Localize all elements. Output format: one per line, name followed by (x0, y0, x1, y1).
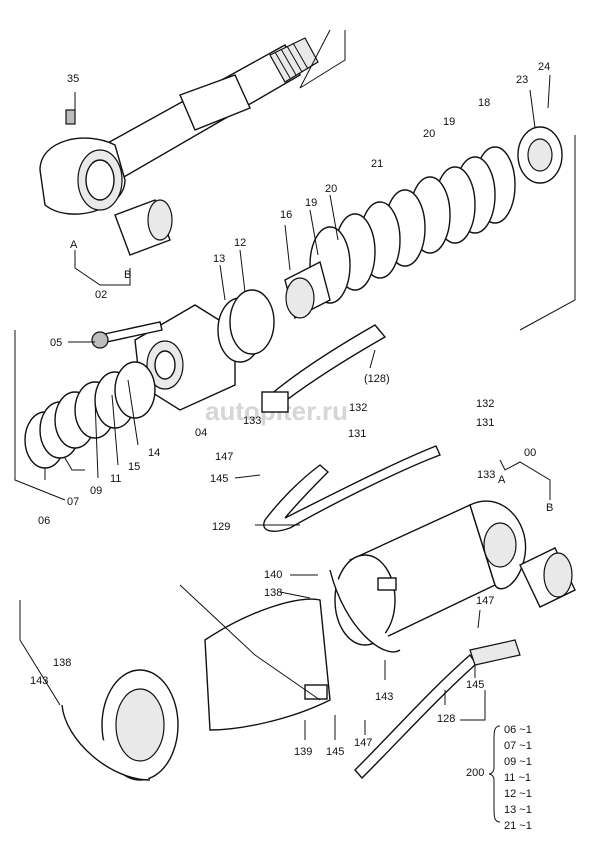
label-147b: 147 (476, 595, 494, 607)
label-19a: 19 (443, 116, 455, 128)
label-140: 140 (264, 569, 282, 581)
pipe-129 (263, 445, 441, 532)
label-145b: 145 (466, 679, 484, 691)
label-14: 14 (148, 447, 160, 459)
piston-rod (94, 37, 319, 187)
label-a1: A (70, 239, 78, 251)
kit-item: 13 ~1 (504, 804, 532, 816)
label-143a: 143 (30, 675, 48, 687)
rod-eye (39, 137, 126, 215)
label-133b: 133 (477, 469, 495, 481)
label-147a: 147 (215, 451, 233, 463)
label-02: 02 (95, 289, 107, 301)
bolt-05 (91, 321, 163, 349)
label-07: 07 (67, 496, 79, 508)
clamps (61, 569, 401, 781)
label-131b: 131 (476, 417, 494, 429)
label-132b: 132 (476, 398, 494, 410)
label-05: 05 (50, 337, 62, 349)
label-147c: 147 (354, 737, 372, 749)
label-129: 129 (212, 521, 230, 533)
kit-item: 06 ~1 (504, 724, 532, 736)
leader-lines (14, 29, 576, 740)
label-13: 13 (213, 253, 225, 265)
label-128b: 128 (437, 713, 455, 725)
label-145c: 145 (326, 746, 344, 758)
label-131a: 131 (348, 428, 366, 440)
label-20b: 20 (325, 183, 337, 195)
label-19b: 19 (305, 197, 317, 209)
label-23: 23 (516, 74, 528, 86)
o-rings-12-13 (217, 289, 275, 363)
label-133a: 133 (243, 415, 261, 427)
label-a2: A (498, 474, 506, 486)
label-b1: B (124, 269, 131, 281)
kit-item: 11 ~1 (504, 772, 531, 784)
kit-200: 200 06 ~1 07 ~1 09 ~1 11 ~1 12 ~1 13 ~1 … (466, 724, 532, 832)
label-11: 11 (110, 473, 121, 485)
kit-item: 12 ~1 (504, 788, 532, 800)
label-35: 35 (67, 73, 79, 85)
label-12: 12 (234, 237, 246, 249)
label-138b: 138 (53, 657, 71, 669)
grease-nipple-35 (65, 109, 76, 125)
label-132a: 132 (349, 402, 367, 414)
seal-stack (284, 126, 563, 320)
label-09: 09 (90, 485, 102, 497)
pipe-128-upper (268, 324, 387, 406)
label-18: 18 (478, 97, 490, 109)
kit-label: 200 (466, 767, 484, 779)
label-139: 139 (294, 746, 312, 758)
callout-labels: 35 24 23 18 19 20 21 20 19 16 13 12 A B … (30, 61, 553, 758)
cylinder-tube (334, 500, 527, 646)
label-24: 24 (538, 61, 550, 73)
label-16: 16 (280, 209, 292, 221)
label-15: 15 (128, 461, 140, 473)
label-128a: (128) (364, 373, 390, 385)
label-138a: 138 (264, 587, 282, 599)
bushing-b2 (519, 547, 576, 608)
bushing-b1 (114, 199, 173, 256)
label-143b: 143 (375, 691, 393, 703)
kit-item: 07 ~1 (504, 740, 532, 752)
cylinder-head (134, 304, 236, 411)
label-145a: 145 (210, 473, 228, 485)
kit-item: 21 ~1 (504, 820, 532, 832)
label-00: 00 (524, 447, 536, 459)
kit-item: 09 ~1 (504, 756, 532, 768)
piston-seals-left (24, 361, 156, 469)
label-b2: B (546, 502, 553, 514)
cover-guard (101, 598, 331, 781)
label-20a: 20 (423, 128, 435, 140)
label-21: 21 (371, 158, 383, 170)
label-06: 06 (38, 515, 50, 527)
pipe-128-lower (354, 639, 521, 780)
label-04: 04 (195, 427, 207, 439)
flange-clamp (261, 391, 289, 413)
